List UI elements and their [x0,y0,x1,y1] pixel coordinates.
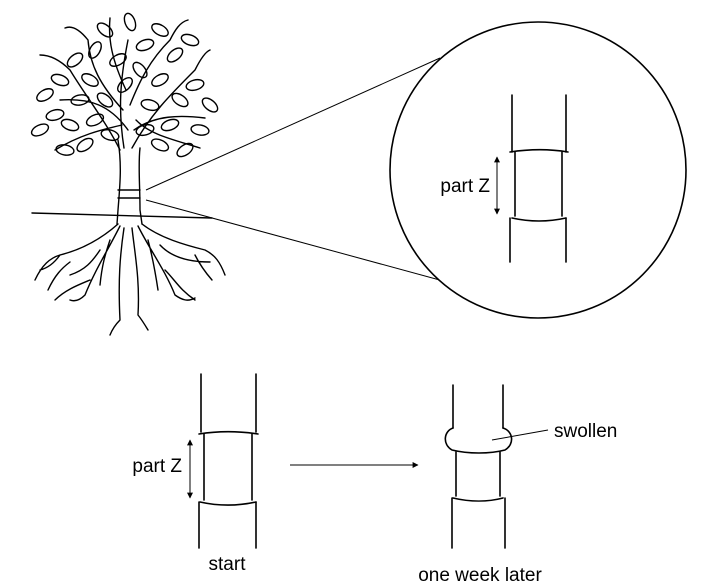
later-caption: one week later [418,565,542,586]
magnifier-circle [389,21,687,319]
tree-illustration [30,12,226,336]
tree-roots [34,223,226,336]
swollen-pointer-line [491,429,549,441]
magnified-partz-label: part Z [440,176,490,197]
swollen-label: swollen [554,421,617,442]
tree-leaves [30,12,219,158]
tree-branches [39,17,211,151]
magnified-view: part Z [389,21,687,319]
trunk-ring [117,189,141,199]
later-stem [444,384,513,549]
start-caption: start [209,554,247,575]
start-partz-label: part Z [132,456,182,477]
start-view: part Z start [132,373,259,575]
start-stem [198,373,259,549]
later-view: swollen one week later [418,384,617,586]
ground-line [31,212,213,219]
magnified-stem [509,94,569,263]
zoom-lines [145,57,459,286]
tree-trunk [116,139,143,225]
